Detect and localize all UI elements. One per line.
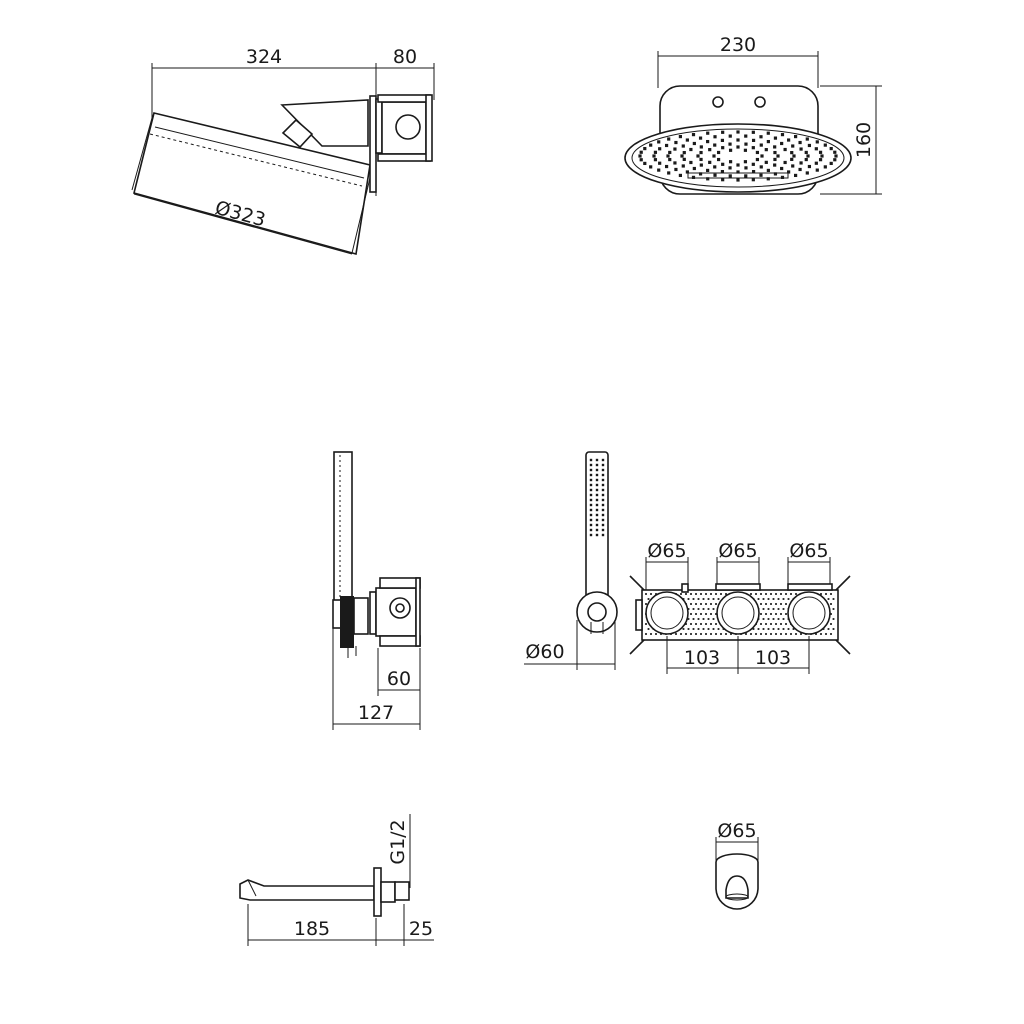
dim-thread: G1/2 [387, 819, 409, 864]
nozzle-pattern [638, 130, 838, 182]
dim-60-holder: Ø60 [525, 641, 564, 663]
dim-160: 160 [853, 122, 875, 158]
dim-spacing-2: 103 [755, 647, 791, 669]
dim-valve-1: Ø65 [647, 540, 686, 562]
dim-valve-2: Ø65 [718, 540, 757, 562]
dim-spout-plate: Ø65 [717, 820, 756, 842]
valve-knob-1 [645, 591, 689, 635]
shower-head-side-view: 324 80 Ø323 [131, 46, 435, 256]
valve-knob-2 [716, 591, 760, 635]
shower-head-plate [133, 112, 371, 256]
dim-60: 60 [387, 668, 411, 690]
valve-knob-3 [787, 591, 831, 635]
hand-shower-front-view: Ø60 [524, 451, 618, 670]
hand-shower-nozzles [589, 458, 605, 537]
spout-front-view: Ø65 [715, 820, 759, 910]
hand-shower-side-view: 60 127 [332, 451, 421, 730]
dim-185: 185 [294, 918, 330, 940]
mixer-front-view: Ø65 Ø65 Ø65 103 103 [629, 540, 851, 674]
dim-324: 324 [246, 46, 282, 68]
shower-head-face [624, 123, 852, 193]
shower-head-front-view: 230 160 [624, 34, 882, 195]
spout-side-view: G1/2 185 25 [239, 814, 434, 946]
dim-80: 80 [393, 46, 417, 68]
dim-127: 127 [358, 702, 394, 724]
dim-230: 230 [720, 34, 756, 56]
dim-25: 25 [409, 918, 433, 940]
dim-spacing-1: 103 [684, 647, 720, 669]
dim-valve-3: Ø65 [789, 540, 828, 562]
